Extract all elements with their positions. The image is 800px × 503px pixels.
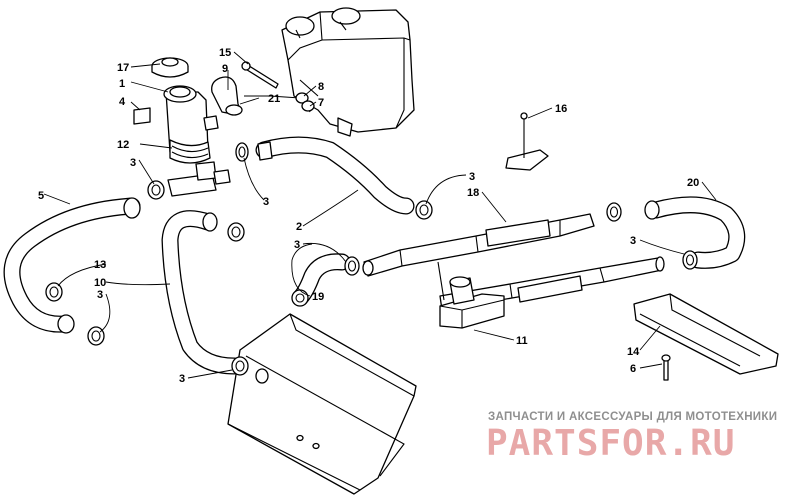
callout-3: 3	[263, 196, 269, 208]
callout-19: 19	[312, 291, 324, 303]
hose-clamp	[415, 200, 433, 220]
callout-4: 4	[119, 96, 126, 108]
hose-clamp	[682, 250, 698, 270]
hose-clamp	[227, 222, 245, 242]
callout-3: 3	[97, 289, 103, 301]
outlet-housing	[437, 261, 505, 329]
bolt	[241, 61, 279, 89]
callout-9: 9	[222, 63, 228, 75]
skid-plate	[227, 313, 417, 495]
hose-clamp	[87, 326, 105, 346]
callout-17: 17	[117, 62, 129, 74]
screw	[661, 354, 671, 381]
mounting-bracket	[505, 112, 549, 171]
callout-6: 6	[630, 363, 636, 375]
callout-11: 11	[516, 335, 528, 347]
hose-20	[644, 196, 746, 269]
tee-fitting	[167, 161, 231, 197]
radiator-cap	[151, 57, 189, 78]
hose-clamp	[235, 142, 249, 162]
callout-16: 16	[555, 103, 567, 115]
surge-tank	[133, 85, 219, 164]
callout-3: 3	[469, 171, 475, 183]
hose-clamp	[291, 289, 309, 307]
callout-20: 20	[687, 177, 699, 189]
hose-clamp	[45, 282, 63, 302]
coolant-reservoir-tank	[281, 7, 415, 137]
callout-12: 12	[117, 139, 129, 151]
callout-15: 15	[219, 47, 231, 59]
callout-2: 2	[296, 221, 302, 233]
callout-14: 14	[627, 346, 640, 358]
callout-7: 7	[318, 97, 324, 109]
callout-3: 3	[179, 373, 185, 385]
hose-clamp	[606, 202, 622, 222]
callout-21: 21	[268, 93, 280, 105]
hose-2	[255, 136, 415, 215]
callout-3: 3	[630, 235, 636, 247]
hose-clamp	[344, 256, 360, 276]
hose-clamp	[231, 356, 249, 376]
callout-13: 13	[94, 259, 106, 271]
callout-18: 18	[467, 187, 479, 199]
leader-lines	[43, 51, 717, 379]
callout-1: 1	[119, 78, 125, 90]
heat-exchanger-upper	[362, 213, 595, 277]
heat-shield-plate	[633, 293, 779, 375]
hose-clamp	[255, 368, 269, 384]
watermark-caption: ЗАПЧАСТИ И АКСЕССУАРЫ ДЛЯ МОТОТЕХНИКИ	[488, 411, 777, 423]
hose-clamp	[147, 180, 165, 200]
callout-3: 3	[294, 239, 300, 251]
callout-10: 10	[94, 277, 106, 289]
callout-3: 3	[130, 157, 136, 169]
watermark-logo: PARTSFOR.RU	[486, 423, 735, 464]
callout-8: 8	[318, 81, 324, 93]
callout-5: 5	[38, 190, 44, 202]
hose-5	[3, 197, 141, 334]
bracket-clip	[211, 76, 301, 116]
hose-10	[161, 210, 243, 375]
